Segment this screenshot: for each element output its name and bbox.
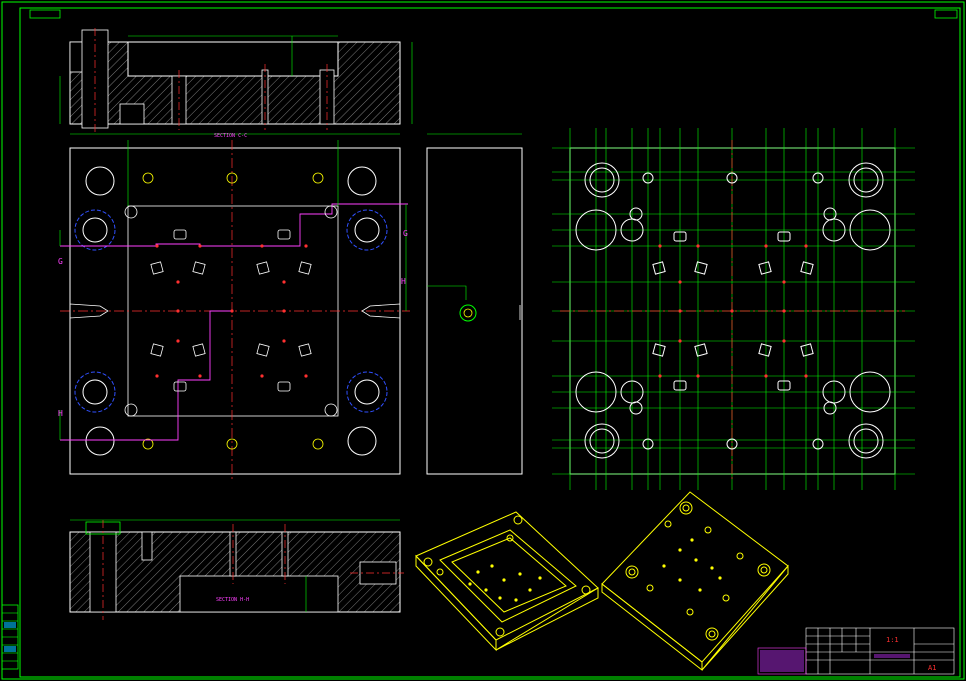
plate-detail-view [552,128,915,490]
title-block-scale: 1:1 [886,636,899,644]
callout-h-left: H [58,409,63,418]
top-right-label-box [934,9,958,19]
isometric-core-plate [601,491,789,672]
callout-g-right: G [403,229,408,238]
section-cc-label: SECTION C-C [214,133,247,139]
sheet-border-inner [19,7,961,678]
side-view [426,133,523,475]
isometric-cavity-plate [415,511,599,652]
plan-view-left [59,140,410,482]
top-left-label-box [29,9,61,19]
callout-g-left: G [58,257,63,266]
title-block [757,627,955,675]
section-hh-view [69,519,404,620]
callout-h-right: H [401,277,406,286]
revision-strip [1,604,19,670]
title-block-sheet-size: A1 [928,664,936,672]
section-hh-label: SECTION H-H [216,597,249,603]
section-cc-view [59,28,413,135]
